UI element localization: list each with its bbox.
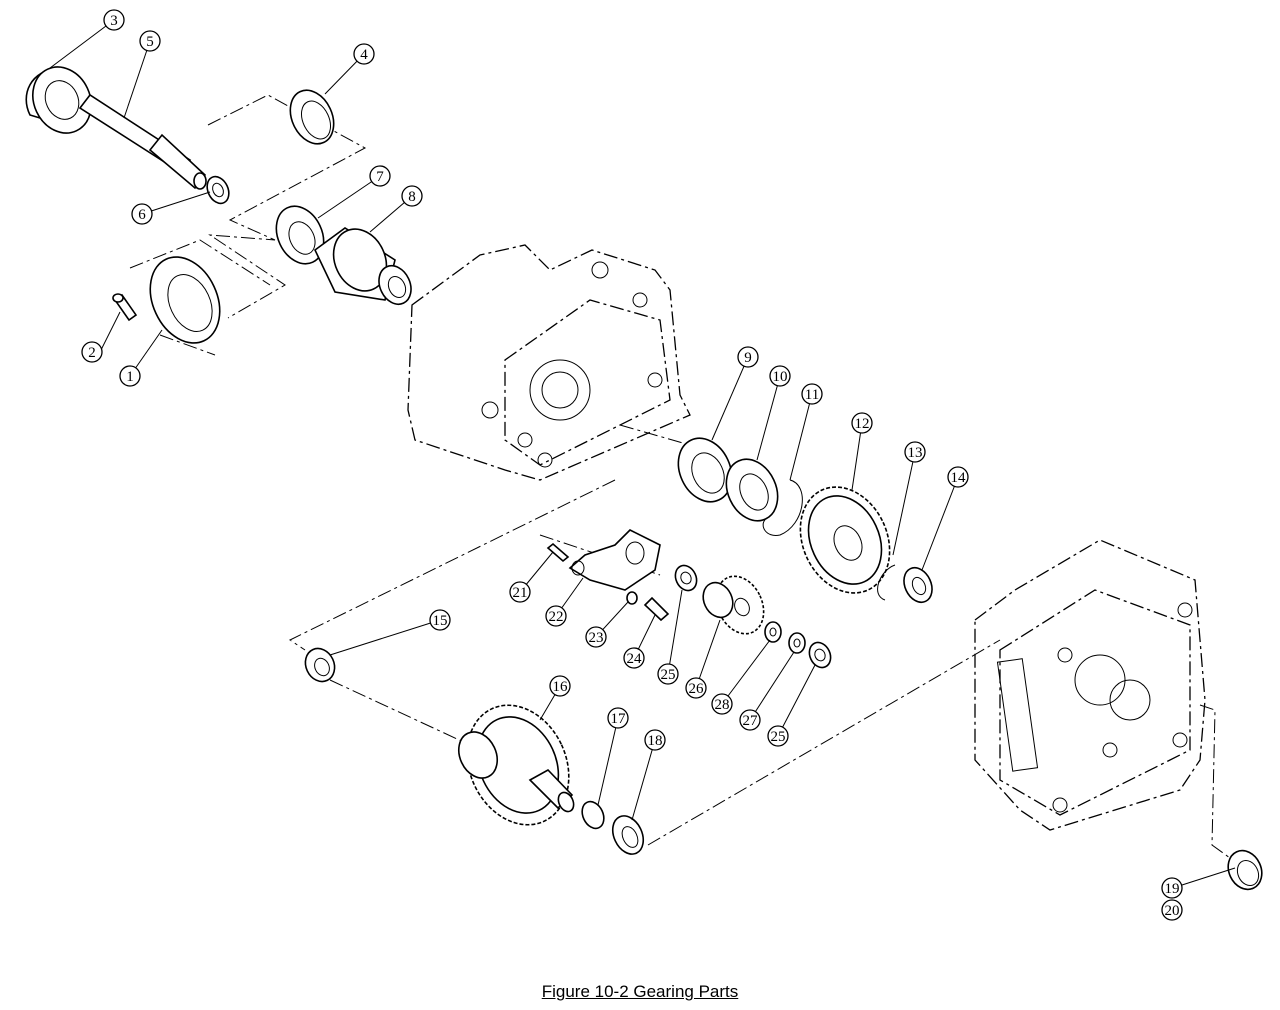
callout-22: 22 <box>545 605 567 627</box>
callout-6: 6 <box>131 203 153 225</box>
svg-text:21: 21 <box>513 585 528 601</box>
callout-5: 5 <box>139 30 161 52</box>
svg-text:11: 11 <box>805 387 819 403</box>
callout-9: 9 <box>737 346 759 368</box>
svg-text:13: 13 <box>908 445 923 461</box>
callout-20: 20 <box>1161 899 1183 921</box>
svg-text:24: 24 <box>627 651 643 667</box>
callout-14: 14 <box>947 466 969 488</box>
svg-text:16: 16 <box>553 679 569 695</box>
svg-text:22: 22 <box>549 609 564 625</box>
svg-text:1: 1 <box>126 369 134 385</box>
part-4-bushing <box>289 89 335 145</box>
callout-23: 23 <box>585 626 607 648</box>
svg-text:2: 2 <box>88 345 96 361</box>
svg-text:15: 15 <box>433 613 448 629</box>
svg-text:27: 27 <box>743 713 759 729</box>
callout-24: 24 <box>623 647 645 669</box>
callout-15: 15 <box>429 609 451 631</box>
svg-text:23: 23 <box>589 630 604 646</box>
callout-13: 13 <box>904 441 926 463</box>
svg-text:3: 3 <box>110 13 118 29</box>
svg-text:12: 12 <box>855 416 870 432</box>
svg-text:20: 20 <box>1165 903 1180 919</box>
part-12-gear <box>799 486 891 594</box>
callout-4: 4 <box>353 43 375 65</box>
part-5-input-shaft <box>32 66 207 190</box>
callout-27: 27 <box>739 709 761 731</box>
callout-11: 11 <box>801 383 823 405</box>
part-10-bearing <box>725 458 779 522</box>
svg-text:28: 28 <box>715 697 730 713</box>
part-2-screw <box>112 293 138 322</box>
part-26-idler-gear <box>702 575 765 635</box>
svg-text:9: 9 <box>744 350 752 366</box>
svg-text:18: 18 <box>648 733 663 749</box>
svg-text:5: 5 <box>146 34 154 50</box>
part-6-washer <box>206 175 230 205</box>
part-14-bearing <box>903 566 933 604</box>
part-13-snap-ring <box>877 564 896 601</box>
svg-text:7: 7 <box>376 169 384 185</box>
part-24-bolt <box>643 596 670 622</box>
callout-1: 1 <box>119 365 141 387</box>
callout-19: 19 <box>1161 877 1183 899</box>
svg-text:25: 25 <box>661 667 676 683</box>
svg-text:25: 25 <box>771 729 786 745</box>
callout-2: 2 <box>81 341 103 363</box>
callout-25-upper: 25 <box>657 663 679 685</box>
part-28-washer <box>764 621 782 643</box>
callout-12: 12 <box>851 412 873 434</box>
callout-10: 10 <box>769 365 791 387</box>
part-22-lever <box>568 529 661 591</box>
callout-3: 3 <box>103 9 125 31</box>
callout-25-lower: 25 <box>767 725 789 747</box>
part-19-plug <box>1227 849 1263 891</box>
part-15-bearing <box>304 647 336 683</box>
svg-text:26: 26 <box>689 681 705 697</box>
callout-17: 17 <box>607 707 629 729</box>
part-16-countershaft-gear <box>457 704 575 826</box>
part-9-oil-seal <box>677 437 733 503</box>
callout-7: 7 <box>369 165 391 187</box>
part-11-snap-ring <box>762 479 803 536</box>
part-21-pin <box>546 542 570 563</box>
svg-text:10: 10 <box>773 369 788 385</box>
part-17-snap-ring <box>581 800 605 830</box>
callout-26: 26 <box>685 677 707 699</box>
svg-text:6: 6 <box>138 207 146 223</box>
leader-lines <box>49 19 1236 886</box>
part-25-bearing-upper <box>674 564 698 592</box>
figure-caption: Figure 10-2 Gearing Parts <box>0 982 1280 1002</box>
svg-text:19: 19 <box>1165 881 1180 897</box>
part-7-bearing <box>275 205 325 265</box>
part-25-bearing-lower <box>808 641 832 669</box>
svg-text:8: 8 <box>408 189 416 205</box>
callout-8: 8 <box>401 185 423 207</box>
part-23-washer <box>626 591 638 605</box>
gear-housing <box>407 244 691 481</box>
svg-text:17: 17 <box>611 711 627 727</box>
part-18-bearing <box>611 815 645 855</box>
rear-cover <box>974 539 1206 831</box>
callout-28: 28 <box>711 693 733 715</box>
callout-18: 18 <box>644 729 666 751</box>
svg-text:14: 14 <box>951 470 967 486</box>
callout-16: 16 <box>549 675 571 697</box>
part-8-clutch-hub <box>313 227 412 306</box>
svg-text:4: 4 <box>360 47 368 63</box>
part-1-bearing-retainer <box>149 256 221 344</box>
callout-21: 21 <box>509 581 531 603</box>
part-27-washer <box>788 632 806 654</box>
figure-caption-text: Figure 10-2 Gearing Parts <box>541 982 739 1001</box>
